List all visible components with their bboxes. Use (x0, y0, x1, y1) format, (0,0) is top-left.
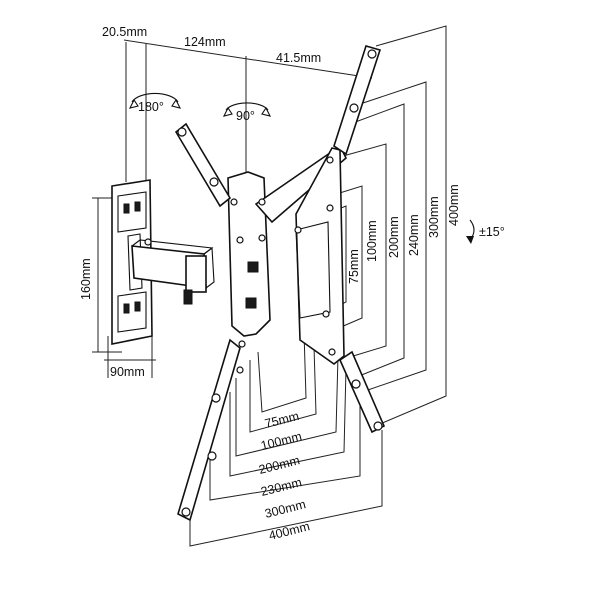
dim-h-100: 100mm (259, 429, 303, 453)
tilt-arrow-icon (466, 219, 475, 244)
dim-v-300: 300mm (427, 196, 441, 238)
rotation-label-180: 180° (138, 100, 164, 114)
dim-h-200: 200mm (257, 453, 301, 477)
dim-top-20-5: 20.5mm (102, 25, 147, 39)
dim-v-240: 240mm (407, 214, 421, 256)
top-dimension-lines (123, 39, 373, 182)
vertical-dimension-brackets (325, 25, 447, 425)
dim-top-41-5: 41.5mm (276, 51, 321, 65)
rotation-arrow-180-icon (128, 92, 182, 109)
tv-mount-plate (227, 144, 347, 374)
swivel-arm (131, 238, 215, 305)
dim-h-400: 400mm (267, 519, 311, 543)
dim-top-124: 124mm (184, 35, 226, 49)
dim-h-75: 75mm (263, 409, 300, 431)
extension-arms (174, 45, 386, 522)
horizontal-dimension-brackets (189, 331, 383, 547)
dim-wall-plate-height: 160mm (79, 258, 93, 300)
dim-v-75: 75mm (347, 249, 361, 284)
dim-wall-plate-width: 90mm (110, 365, 145, 379)
dim-v-400: 400mm (447, 184, 461, 226)
dim-v-200: 200mm (387, 216, 401, 258)
rotation-label-90: 90° (236, 109, 255, 123)
dim-h-300: 300mm (263, 497, 307, 521)
rotation-arrow-90-icon (222, 102, 272, 117)
dim-h-230: 230mm (259, 475, 303, 499)
wall-plate (111, 179, 153, 345)
dim-v-100: 100mm (365, 220, 379, 262)
tilt-label: ±15° (479, 225, 505, 239)
